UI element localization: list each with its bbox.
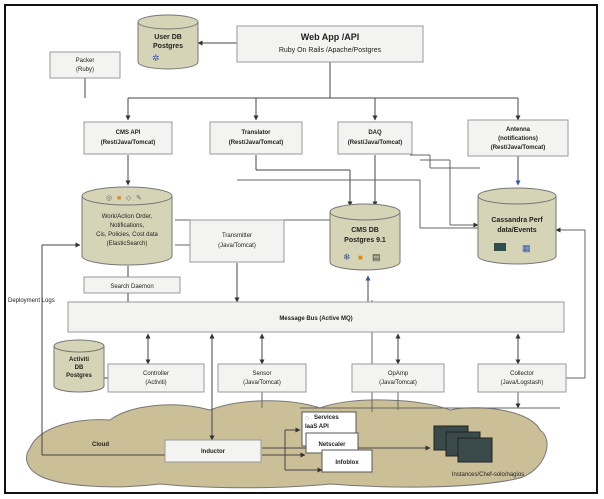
user-db: User DB Postgres ✲ bbox=[137, 14, 199, 70]
antenna-sub: (Rest/Java/Tomcat) bbox=[491, 145, 546, 151]
chart-icon: ▦ bbox=[522, 243, 531, 253]
activiti-db-line3: Postgres bbox=[66, 373, 92, 379]
cms-db-title: CMS DB bbox=[351, 227, 379, 234]
netscaler-label: Netscaler bbox=[318, 442, 346, 448]
es-db-line2: Notifications, bbox=[110, 223, 145, 229]
packer-box: Packer (Ruby) bbox=[49, 51, 121, 79]
cloud-label: Cloud bbox=[92, 442, 109, 448]
message-bus-label: Message Bus (Active MQ) bbox=[279, 316, 352, 322]
es-db-line3: Cis, Policies, Cost data bbox=[96, 232, 158, 238]
search-daemon-box: Search Daemon bbox=[83, 276, 181, 294]
user-db-sub: Postgres bbox=[153, 43, 183, 50]
sensor-title: Sensor bbox=[252, 371, 271, 377]
cms-db-sub: Postgres 9.1 bbox=[344, 237, 386, 244]
sensor-box: Sensor (Java/Tomcat) bbox=[217, 363, 307, 393]
es-db-line1: Work/Action Order, bbox=[102, 214, 153, 220]
opamp-box: OpAmp (Java/Tomcat) bbox=[351, 363, 445, 393]
cassandra-db: Cassandra Perf data/Events ▦ bbox=[477, 187, 557, 265]
antenna-mid: (notifications) bbox=[498, 136, 538, 142]
infoblox-label: Infoblox bbox=[335, 460, 359, 466]
cms-api-box: CMS API (Rest/Java/Tomcat) bbox=[83, 121, 173, 155]
cms-db: CMS DB Postgres 9.1 ❄ ■ ▤ bbox=[329, 203, 401, 271]
daq-box: DAQ (Rest/Java/Tomcat) bbox=[337, 121, 413, 155]
collector-title: Collector bbox=[510, 371, 534, 377]
cassandra-title: Cassandra Perf bbox=[491, 217, 543, 224]
package-icon: ■ bbox=[358, 253, 363, 262]
server-icon: ▤ bbox=[372, 252, 381, 262]
cms-api-title: CMS API bbox=[116, 130, 141, 136]
controller-sub: (Activiti) bbox=[145, 380, 166, 386]
cog-icon: ◎ bbox=[106, 195, 112, 202]
activiti-db: Activiti DB Postgres bbox=[53, 339, 105, 393]
packer-sub: (Ruby) bbox=[76, 67, 94, 73]
opamp-sub: (Java/Tomcat) bbox=[379, 380, 417, 386]
webapp-box: Web App /API Ruby On Rails /Apache/Postg… bbox=[236, 25, 424, 63]
controller-title: Controller bbox=[143, 371, 169, 377]
cassandra-sub: data/Events bbox=[497, 227, 536, 234]
translator-sub: (Rest/Java/Tomcat) bbox=[229, 140, 284, 146]
transmitter-title: Transmitter bbox=[222, 233, 252, 239]
instances-stack: Instances/Chef-solo/nagios bbox=[433, 425, 524, 478]
activiti-db-line2: DB bbox=[75, 365, 84, 371]
transmitter-box: Transmitter (Java/Tomcat) bbox=[189, 219, 285, 263]
cloud-services: ◌ Services IaaS API Netscaler Infoblox bbox=[301, 411, 373, 473]
services-label: Services bbox=[314, 415, 339, 421]
daq-title: DAQ bbox=[368, 130, 382, 136]
module-icon: ■ bbox=[117, 195, 121, 202]
antenna-title: Antenna bbox=[506, 127, 531, 133]
cloud-shape bbox=[26, 399, 548, 489]
daq-sub: (Rest/Java/Tomcat) bbox=[348, 140, 403, 146]
search-daemon-label: Search Daemon bbox=[110, 284, 153, 290]
link-icon: ✎ bbox=[136, 195, 142, 202]
instances-label: Instances/Chef-solo/nagios bbox=[452, 472, 524, 478]
packer-title: Packer bbox=[76, 58, 95, 64]
inductor-label: Inductor bbox=[201, 449, 226, 455]
inductor-box: Inductor bbox=[164, 439, 262, 463]
gear-icon: ✲ bbox=[152, 53, 160, 63]
sensor-sub: (Java/Tomcat) bbox=[243, 380, 281, 386]
elasticsearch-db: ◎ ■ ◇ ✎ Work/Action Order, Notifications… bbox=[81, 186, 173, 266]
snowflake-icon: ❄ bbox=[343, 252, 351, 262]
translator-box: Translator (Rest/Java/Tomcat) bbox=[209, 121, 303, 155]
cms-api-sub: (Rest/Java/Tomcat) bbox=[101, 140, 156, 146]
webapp-title: Web App /API bbox=[301, 32, 360, 42]
message-bus: Message Bus (Active MQ) bbox=[67, 301, 565, 333]
webapp-sub: Ruby On Rails /Apache/Postgres bbox=[279, 47, 382, 54]
opamp-title: OpAmp bbox=[388, 371, 409, 377]
shield-icon: ◇ bbox=[126, 195, 132, 202]
activiti-db-line1: Activiti bbox=[69, 357, 89, 363]
collector-box: Collector (Java/Logstash) bbox=[477, 363, 567, 393]
controller-box: Controller (Activiti) bbox=[107, 363, 205, 393]
transmitter-sub: (Java/Tomcat) bbox=[218, 243, 256, 249]
graph-icon bbox=[494, 243, 506, 251]
services-icon: ◌ bbox=[305, 415, 309, 422]
translator-title: Translator bbox=[241, 130, 271, 136]
deployment-logs-label: Deployment Logs bbox=[8, 298, 55, 304]
user-db-title: User DB bbox=[154, 34, 182, 41]
es-db-line4: (ElasticSearch) bbox=[107, 241, 148, 247]
iaas-api-label: IaaS API bbox=[305, 424, 329, 430]
antenna-box: Antenna (notifications) (Rest/Java/Tomca… bbox=[467, 119, 569, 157]
collector-sub: (Java/Logstash) bbox=[501, 380, 544, 386]
